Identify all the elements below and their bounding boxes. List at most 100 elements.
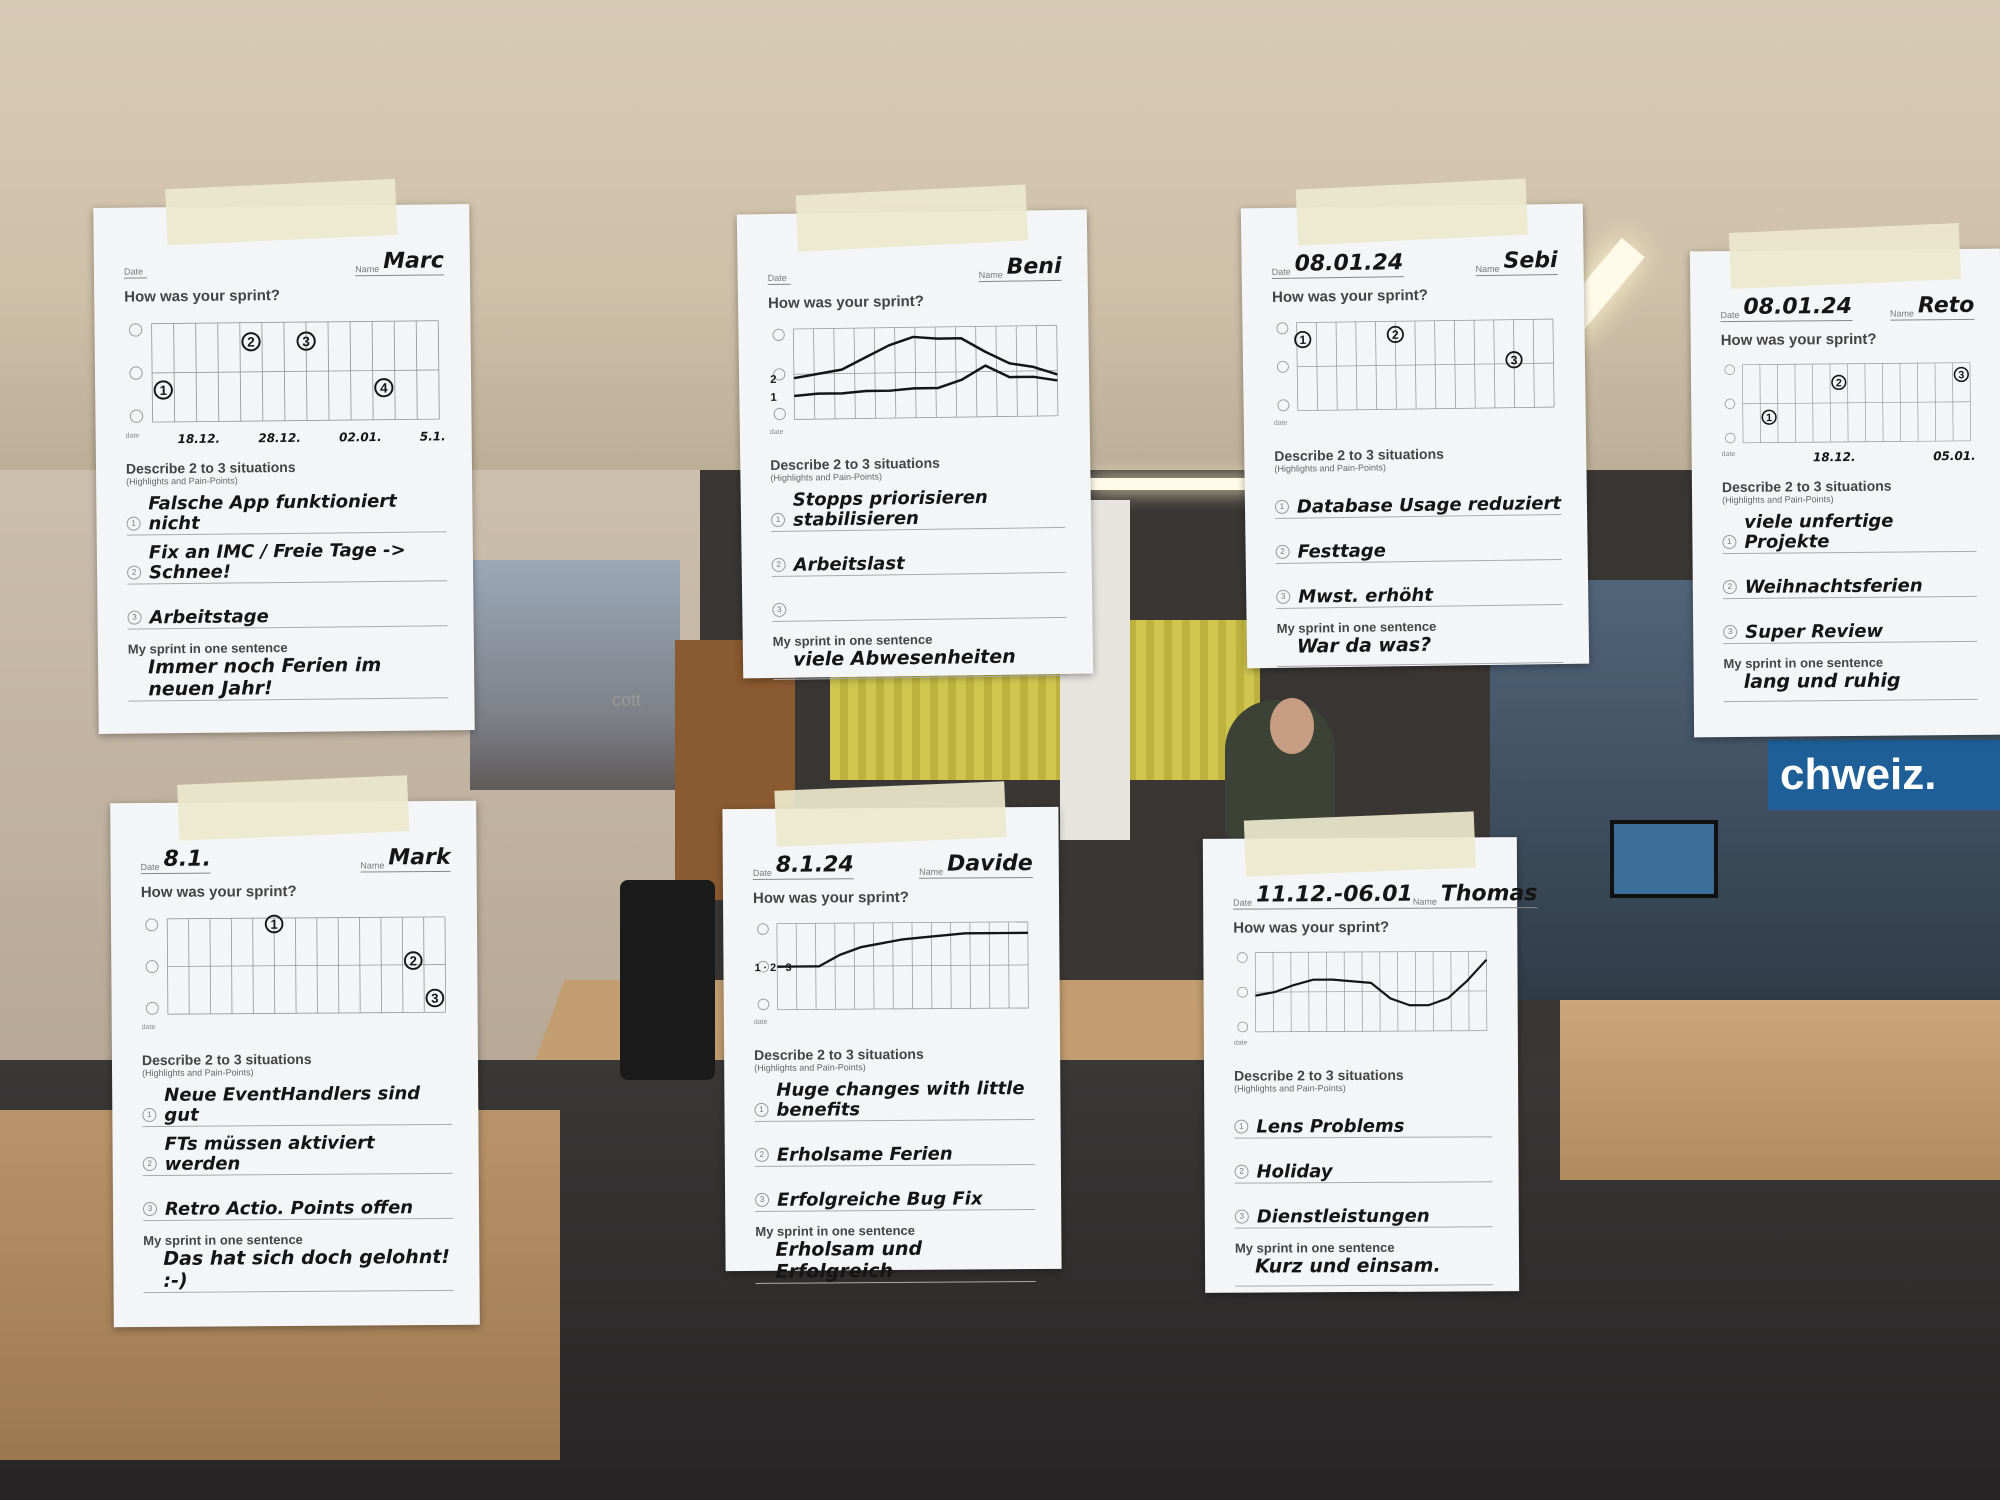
point-label: 2: [1836, 377, 1842, 389]
sprint-question: How was your sprint?: [1271, 286, 1429, 306]
situation-text: Festtage: [1297, 540, 1387, 563]
situation-text: Erholsame Ferien: [776, 1143, 953, 1166]
sad-face-icon: [1237, 1021, 1249, 1033]
date-label: Date: [1271, 266, 1291, 277]
situation-number: 1: [1234, 1119, 1249, 1134]
mood-chart: 1 2 3: [145, 914, 447, 1015]
point-circle: [153, 380, 173, 400]
grid-line: [167, 1011, 446, 1015]
name-label: Name: [1889, 308, 1915, 319]
sad-face-icon: [145, 1001, 159, 1015]
sprint-question: How was your sprint?: [140, 882, 297, 902]
situation-text: Dienstleistungen: [1256, 1205, 1430, 1228]
sprint-question: How was your sprint?: [1233, 918, 1390, 937]
sentence-text: viele Abwesenheiten: [772, 644, 1068, 681]
grid-line: [1742, 401, 1971, 405]
situation-1: 1 Falsche App funktioniert nicht: [126, 490, 447, 536]
date-label: Date: [140, 861, 160, 873]
point-label: 2: [247, 335, 255, 350]
masking-tape: [165, 178, 398, 246]
mood-point: 1: [1294, 331, 1312, 349]
point-circle: [1294, 331, 1312, 349]
name-label: Name: [919, 866, 944, 877]
point-label: 1: [270, 917, 277, 932]
mood-point: 3: [425, 988, 445, 1008]
name-label: Name: [355, 263, 380, 275]
ceiling-light: [1090, 478, 1260, 490]
sad-face-icon: [773, 407, 786, 421]
grid-line: [1297, 406, 1555, 412]
mood-chart: [1237, 950, 1488, 1033]
sad-face-icon: [129, 409, 144, 423]
describe-hint: (Highlights and Pain-Points): [1722, 493, 1834, 505]
axis-label: date: [1273, 419, 1288, 427]
grid-line: [167, 964, 446, 967]
office-chair: [620, 880, 715, 1080]
situation-number: 1: [126, 516, 141, 531]
situation-number: 1: [1722, 534, 1737, 549]
name-label: Name: [978, 269, 1003, 281]
date-value: 08.01.24: [1743, 293, 1853, 320]
mood-point: 2: [1386, 325, 1404, 344]
situation-text: Stopps priorisieren stabilisieren: [792, 487, 988, 531]
neutral-face-icon: [773, 368, 786, 381]
grid-line: [1552, 319, 1555, 408]
situation-text: Arbeitslast: [793, 553, 905, 576]
point-label: 1: [159, 383, 167, 398]
sentence-text: Erholsam und Erfolgreich: [755, 1236, 1036, 1284]
mood-chart: 1 · 2 · 3: [755, 921, 1029, 1011]
point-label: 3: [1511, 353, 1518, 367]
mood-point: 4: [374, 378, 394, 398]
mood-line: [1255, 958, 1488, 1007]
mood-point: 2: [1831, 374, 1847, 391]
situation-number: 2: [1234, 1164, 1249, 1179]
situation-number: 2: [1722, 579, 1737, 594]
situation-number: 2: [1275, 544, 1290, 559]
point-label: 2: [410, 953, 417, 968]
situation-text: FTs müssen aktiviert werden: [164, 1132, 375, 1176]
point-label: 3: [431, 991, 438, 1006]
mood-point: 1: [1761, 409, 1777, 425]
neutral-face-icon: [757, 960, 770, 973]
point-circle: [403, 951, 423, 970]
sprint-question: How was your sprint?: [752, 888, 909, 907]
situation-text: Falsche App funktioniert nicht: [148, 490, 397, 535]
date-label: Date: [123, 266, 143, 277]
mood-point: 2: [403, 951, 423, 970]
point-label: 1: [1766, 412, 1772, 424]
mood-point: 1: [153, 380, 173, 400]
sentence-text: Immer noch Ferien im neuen Jahr!: [127, 653, 449, 702]
x-axis-labels: date: [1274, 416, 1560, 434]
situation-number: 1: [142, 1108, 157, 1123]
name-value: Thomas: [1440, 881, 1538, 907]
happy-face-icon: [1276, 322, 1289, 335]
sprint-question: How was your sprint?: [767, 292, 924, 313]
x-axis-labels: date: [1234, 1039, 1492, 1054]
point-label: 4: [380, 381, 388, 396]
situation-number: 1: [770, 512, 786, 528]
mood-point: 3: [1953, 366, 1969, 383]
date-label: Date: [1720, 309, 1740, 321]
axis-label: date: [125, 432, 140, 440]
point-circle: [1505, 351, 1523, 369]
happy-face-icon: [757, 923, 769, 935]
situation-number: 2: [771, 557, 786, 573]
axis-label: date: [141, 1024, 156, 1032]
name-value: Davide: [947, 851, 1033, 877]
